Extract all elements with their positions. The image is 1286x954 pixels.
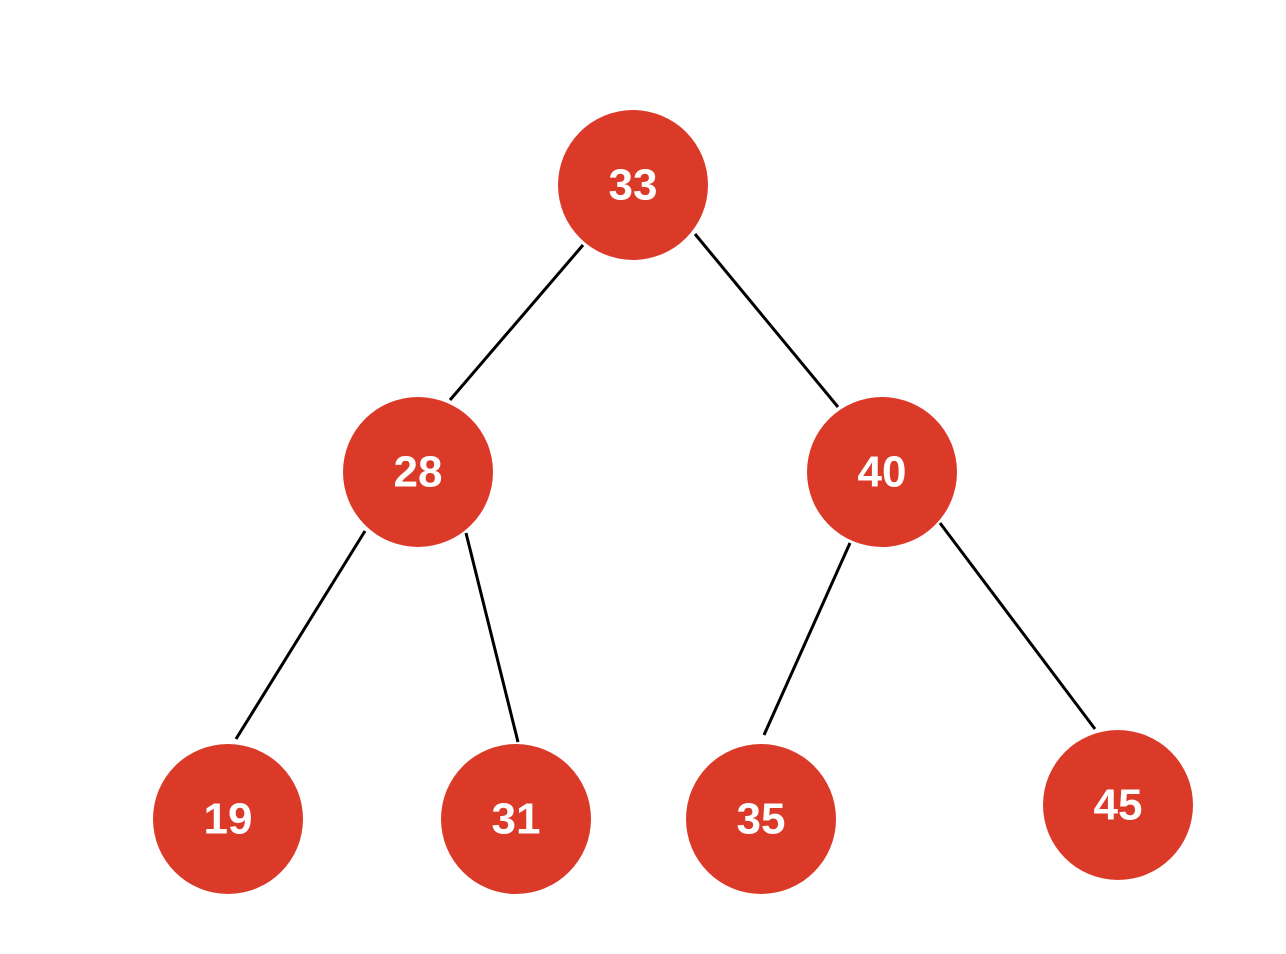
edge-n33-n40 <box>693 233 840 408</box>
node-label: 35 <box>737 795 786 844</box>
tree-node-40: 40 <box>807 397 957 547</box>
node-circle <box>153 744 303 894</box>
node-label: 31 <box>492 795 541 844</box>
node-circle <box>558 110 708 260</box>
node-label: 33 <box>609 161 658 210</box>
tree-node-35: 35 <box>686 744 836 894</box>
tree-node-19: 19 <box>153 744 303 894</box>
node-circle <box>441 744 591 894</box>
tree-node-33: 33 <box>558 110 708 260</box>
node-label: 45 <box>1094 781 1143 830</box>
node-circle <box>1043 730 1193 880</box>
node-label: 40 <box>858 448 907 497</box>
edges-layer <box>234 233 1097 743</box>
node-label: 19 <box>204 795 253 844</box>
node-circle <box>343 397 493 547</box>
edge-n28-n19 <box>234 530 367 740</box>
tree-node-45: 45 <box>1043 730 1193 880</box>
edge-n28-n31 <box>464 532 520 743</box>
tree-node-28: 28 <box>343 397 493 547</box>
edge-n40-n45 <box>938 522 1097 730</box>
nodes-layer: 33 28 40 19 31 35 45 <box>153 110 1193 894</box>
tree-node-31: 31 <box>441 744 591 894</box>
edge-n40-n35 <box>762 542 852 736</box>
node-circle <box>807 397 957 547</box>
node-label: 28 <box>394 448 443 497</box>
node-circle <box>686 744 836 894</box>
edge-n33-n28 <box>448 244 585 401</box>
